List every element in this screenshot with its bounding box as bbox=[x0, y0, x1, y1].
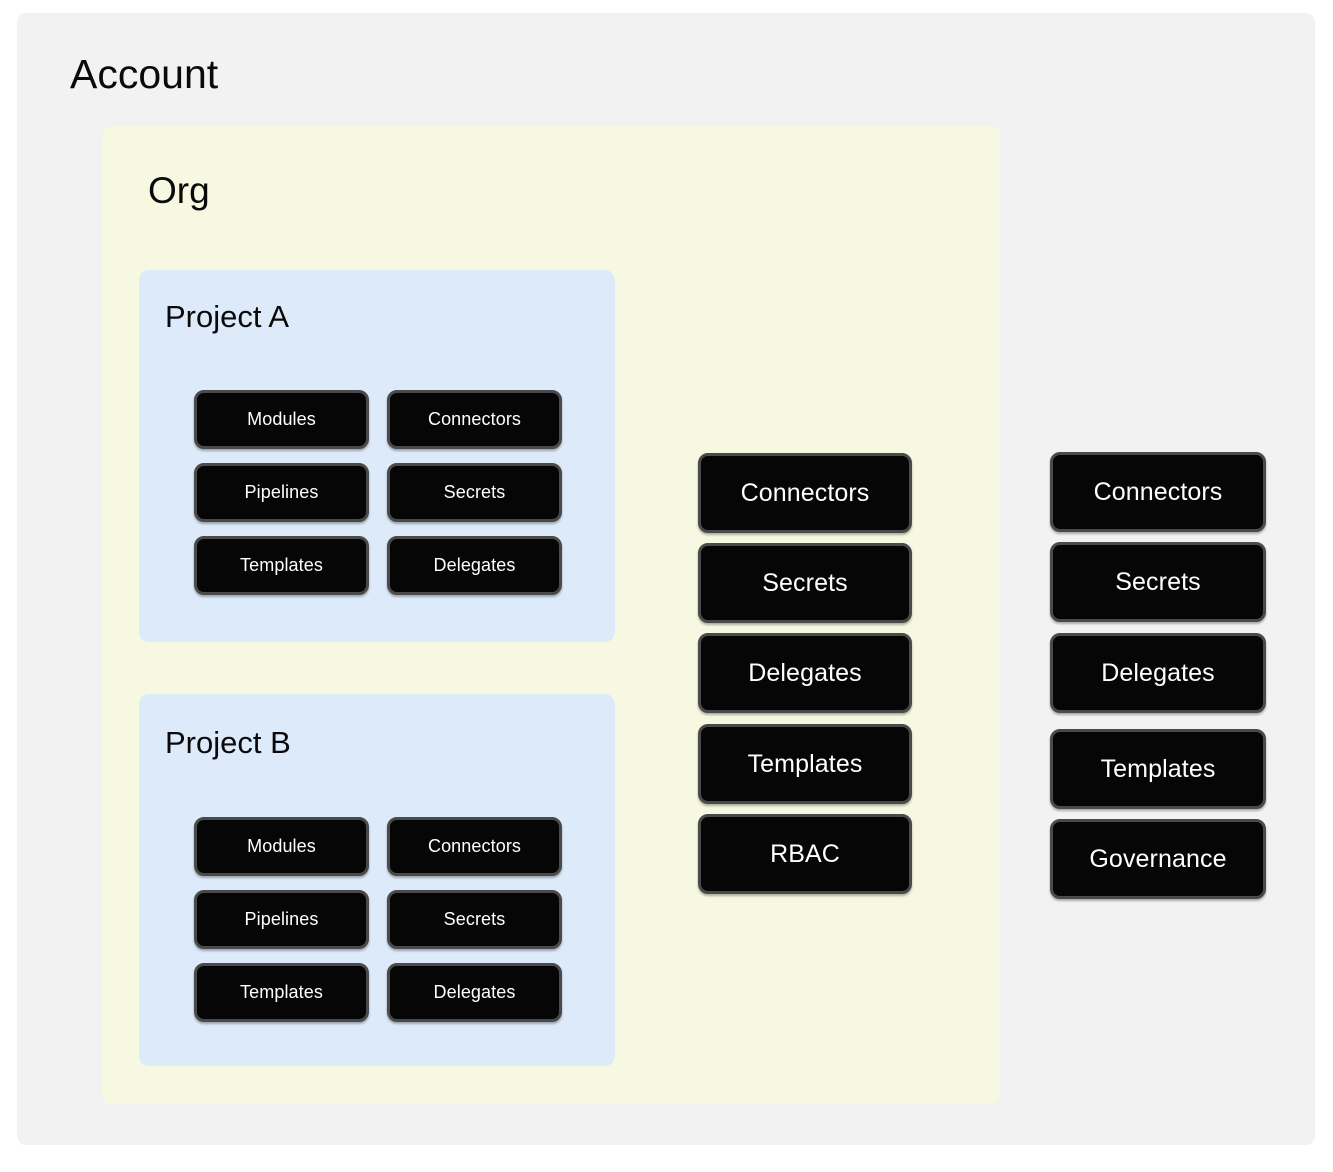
org-scope-title: Org bbox=[148, 170, 210, 211]
node-project-b-secrets[interactable]: Secrets bbox=[387, 890, 562, 949]
node-account-governance[interactable]: Governance bbox=[1050, 819, 1266, 899]
node-project-a-modules[interactable]: Modules bbox=[194, 390, 369, 449]
node-project-a-templates[interactable]: Templates bbox=[194, 536, 369, 595]
project-a-title: Project A bbox=[165, 299, 290, 334]
node-account-delegates[interactable]: Delegates bbox=[1050, 633, 1266, 713]
node-org-delegates[interactable]: Delegates bbox=[698, 633, 912, 713]
node-project-a-delegates[interactable]: Delegates bbox=[387, 536, 562, 595]
account-scope-title: Account bbox=[70, 51, 219, 97]
node-project-b-connectors[interactable]: Connectors bbox=[387, 817, 562, 876]
node-org-secrets[interactable]: Secrets bbox=[698, 543, 912, 623]
node-project-b-delegates[interactable]: Delegates bbox=[387, 963, 562, 1022]
node-project-b-pipelines[interactable]: Pipelines bbox=[194, 890, 369, 949]
node-project-a-connectors[interactable]: Connectors bbox=[387, 390, 562, 449]
node-project-b-modules[interactable]: Modules bbox=[194, 817, 369, 876]
node-project-a-pipelines[interactable]: Pipelines bbox=[194, 463, 369, 522]
project-b-title: Project B bbox=[165, 725, 291, 760]
node-project-a-secrets[interactable]: Secrets bbox=[387, 463, 562, 522]
node-org-rbac[interactable]: RBAC bbox=[698, 814, 912, 894]
node-account-secrets[interactable]: Secrets bbox=[1050, 542, 1266, 622]
node-org-connectors[interactable]: Connectors bbox=[698, 453, 912, 533]
node-project-b-templates[interactable]: Templates bbox=[194, 963, 369, 1022]
diagram-canvas: Account Org Project A Modules Pipelines … bbox=[17, 13, 1315, 1145]
node-account-templates[interactable]: Templates bbox=[1050, 729, 1266, 809]
node-account-connectors[interactable]: Connectors bbox=[1050, 452, 1266, 532]
node-org-templates[interactable]: Templates bbox=[698, 724, 912, 804]
